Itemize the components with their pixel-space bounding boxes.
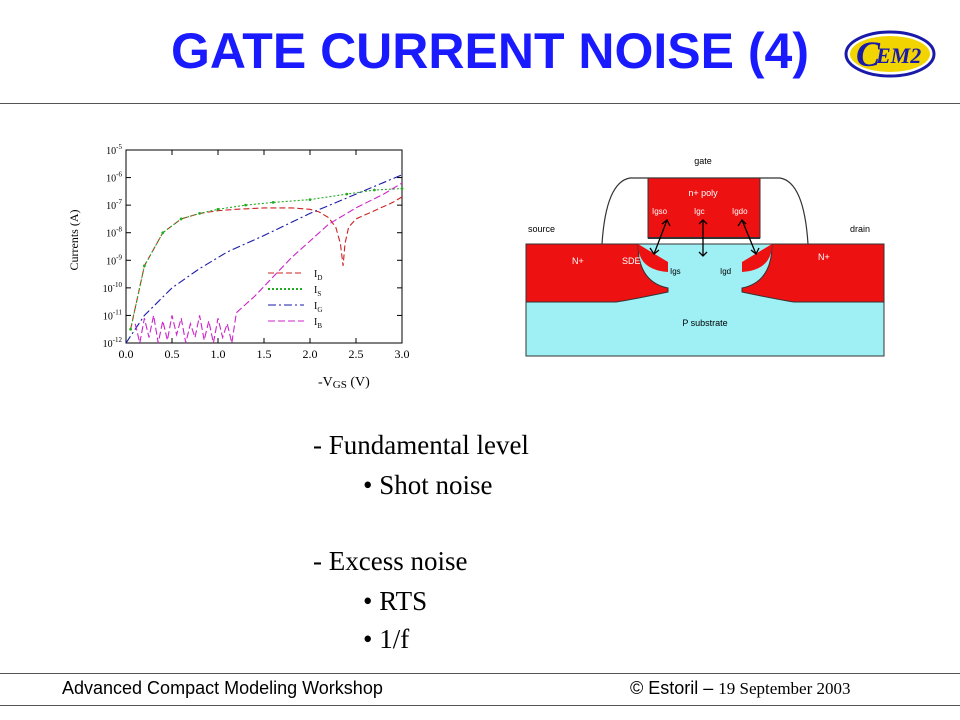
- header-divider: [0, 103, 960, 104]
- x-tick-label: 3.0: [395, 347, 410, 361]
- y-axis-label: Currents (A): [67, 210, 81, 271]
- igc-label: Igc: [694, 207, 705, 216]
- bullet-excess-noise: - Excess noise: [313, 546, 468, 576]
- drain-diffusion: [741, 243, 885, 303]
- y-tick-label: 10-6: [106, 171, 122, 185]
- y-tick-label: 10-5: [106, 143, 122, 157]
- igd-label: Igd: [720, 267, 731, 276]
- source-diffusion: [525, 243, 669, 303]
- em2-logo: C EM2: [844, 30, 936, 78]
- chart-legend: ID IS IG IB: [268, 269, 322, 330]
- bullet-shot-noise: • Shot noise: [363, 470, 493, 500]
- mosfet-cross-section: gate n+ poly source drain N+ N+ SDE P su…: [525, 156, 885, 357]
- gate-poly: [647, 177, 761, 239]
- y-tick-label: 10-8: [106, 226, 122, 240]
- x-tick-label: 0.5: [165, 347, 180, 361]
- series-point-s: [161, 231, 165, 235]
- igso-label: Igso: [652, 207, 668, 216]
- legend-label: IS: [314, 285, 321, 298]
- footer-copyright: © Estoril – 19 September 2003: [630, 678, 851, 699]
- legend-label: ID: [314, 269, 322, 282]
- n-plus-right-label: N+: [818, 252, 830, 262]
- footer-divider-top: [0, 673, 960, 674]
- logo-c-letter: C: [856, 34, 881, 74]
- legend-label: IB: [314, 317, 322, 330]
- y-tick-label: 10-7: [106, 198, 122, 212]
- sde-right: [742, 244, 772, 272]
- logo-text: EM2: [875, 43, 921, 68]
- series-point-s: [143, 264, 146, 268]
- current-arrows: [649, 218, 760, 257]
- x-axis-label-suffix: (V): [347, 375, 370, 390]
- x-tick-label: 2.0: [303, 347, 318, 361]
- footer-copyright-prefix: © Estoril –: [630, 678, 719, 698]
- poly-label: n+ poly: [688, 188, 718, 198]
- series-line-s: [130, 188, 403, 330]
- bullet-1-over-f: • 1/f: [363, 624, 410, 654]
- x-axis-label-prefix: -V: [318, 375, 333, 390]
- drain-label: drain: [850, 224, 870, 234]
- series-point-s: [198, 212, 202, 215]
- x-tick-label: 1.0: [211, 347, 226, 361]
- footer-date: 19 September 2003: [718, 679, 851, 698]
- series-point-s: [308, 198, 312, 202]
- series-line-b: [134, 182, 403, 344]
- series-point-s: [271, 200, 275, 204]
- legend-label: IG: [314, 301, 322, 314]
- n-plus-left-label: N+: [572, 256, 584, 266]
- source-label: source: [528, 224, 555, 234]
- igs-label: Igs: [670, 267, 681, 276]
- sde-label: SDE: [622, 256, 641, 266]
- gate-label: gate: [694, 156, 712, 166]
- y-tick-label: 10-9: [106, 253, 122, 267]
- y-tick-label: 10-11: [103, 308, 123, 322]
- chart-series: [125, 174, 404, 344]
- sde-left: [638, 244, 668, 272]
- x-tick-label: 2.5: [349, 347, 364, 361]
- x-axis-label-sub: GS: [333, 379, 347, 391]
- series-point-s: [179, 217, 183, 221]
- bullet-rts: • RTS: [363, 586, 428, 616]
- x-tick-label: 1.5: [257, 347, 272, 361]
- page-title: GATE CURRENT NOISE (4): [171, 23, 809, 79]
- y-tick-label: 10-12: [103, 336, 123, 350]
- x-tick-label: 0.0: [119, 347, 134, 361]
- series-line-g: [125, 174, 403, 344]
- substrate-label: P substrate: [682, 318, 727, 328]
- footer-workshop: Advanced Compact Modeling Workshop: [62, 678, 383, 698]
- series-point-s: [244, 203, 248, 207]
- y-tick-label: 10-10: [103, 281, 123, 295]
- bullet-fundamental-level: - Fundamental level: [313, 430, 529, 460]
- series-point-s: [216, 207, 220, 211]
- currents-chart: 0.0 0.5 1.0 1.5 2.0 2.5 3.0 10-12 10-11 10-10 10-9…: [67, 143, 410, 391]
- plot-frame: [125, 149, 403, 344]
- x-axis-label: -VGS (V): [318, 375, 370, 391]
- series-point-s: [345, 192, 349, 196]
- igdo-label: Igdo: [732, 207, 748, 216]
- series-point-s: [400, 187, 404, 190]
- series-line-d: [130, 196, 403, 330]
- chart-plot-area: [125, 149, 403, 344]
- footer-divider-bottom: [0, 705, 960, 706]
- chart-ticks: 0.0 0.5 1.0 1.5 2.0 2.5 3.0 10-12 10-11 10-10 10-9…: [103, 143, 410, 361]
- series-point-s: [129, 327, 132, 331]
- series-point-s: [373, 188, 376, 192]
